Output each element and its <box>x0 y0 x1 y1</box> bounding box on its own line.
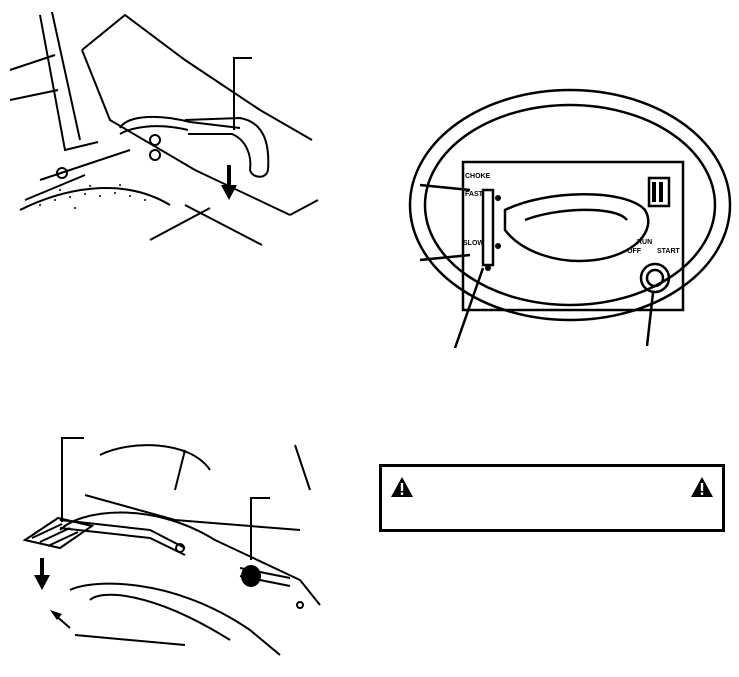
warning-triangle-icon <box>391 477 413 497</box>
slow-label: SLOW <box>463 240 484 247</box>
off-label: OFF <box>627 248 642 255</box>
run-label: RUN <box>637 239 652 246</box>
warning-box <box>379 464 725 532</box>
choke-label: CHOKE <box>465 173 491 180</box>
warning-triangle-icon <box>691 477 713 497</box>
brake-pedal-illustration <box>22 437 321 656</box>
brake-lever-illustration <box>9 11 319 246</box>
start-label: START <box>657 248 681 255</box>
dash-panel-illustration: CHOKE FAST SLOW RUN OFF START <box>408 88 732 349</box>
fast-label: FAST <box>465 191 484 198</box>
